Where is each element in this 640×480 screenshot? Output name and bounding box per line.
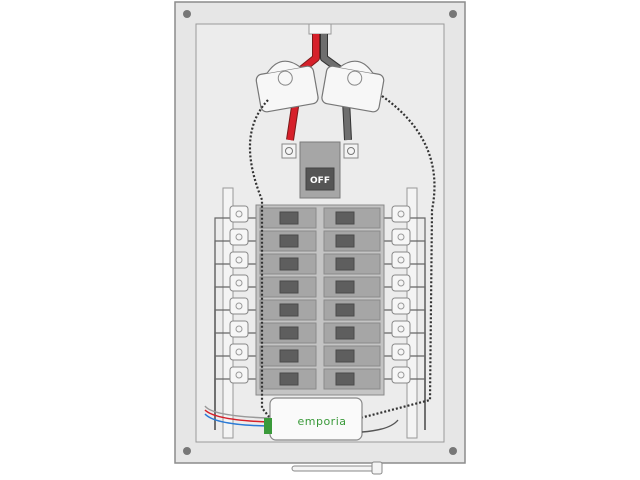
monitor-power-wires	[204, 405, 269, 427]
breaker-icon	[323, 345, 381, 367]
breaker-icon	[259, 345, 317, 367]
current-clamp-icon	[391, 251, 411, 269]
breaker-icon	[323, 253, 381, 275]
current-clamp-icon	[391, 274, 411, 292]
current-clamp-icon	[229, 320, 249, 338]
branch-clamp-row	[229, 205, 411, 384]
breaker-icon	[259, 299, 317, 321]
breaker-icon	[323, 368, 381, 390]
current-clamp-icon	[391, 366, 411, 384]
breaker-icon	[323, 322, 381, 344]
breaker-icon	[259, 253, 317, 275]
breaker-icon	[323, 207, 381, 229]
breaker-icon	[259, 276, 317, 298]
breaker-icon	[323, 276, 381, 298]
sensor-cable	[248, 95, 436, 420]
current-clamp-icon	[229, 297, 249, 315]
energy-monitor: emporia	[264, 397, 363, 441]
current-clamp-icon	[229, 251, 249, 269]
screw-icon	[343, 143, 359, 159]
cable-entry-fitting	[308, 23, 332, 35]
main-switch-label: OFF	[310, 176, 330, 186]
current-clamp-icon	[229, 274, 249, 292]
current-clamp-icon	[229, 343, 249, 361]
current-clamp-icon	[391, 205, 411, 223]
current-clamp-icon	[321, 60, 385, 113]
current-clamp-icon	[229, 228, 249, 246]
screw-icon	[281, 143, 297, 159]
breaker-icon	[323, 299, 381, 321]
antenna-icon	[291, 419, 399, 475]
screw-icon	[449, 10, 457, 18]
screw-icon	[183, 447, 191, 455]
breaker-icon	[259, 230, 317, 252]
current-clamp-icon	[391, 343, 411, 361]
monitor-brand-label: emporia	[297, 415, 346, 428]
breaker-icon	[259, 368, 317, 390]
current-clamp-icon	[391, 297, 411, 315]
current-clamp-icon	[391, 228, 411, 246]
current-clamp-icon	[391, 320, 411, 338]
breaker-icon	[259, 322, 317, 344]
current-clamp-icon	[255, 60, 319, 113]
breaker-icon	[323, 230, 381, 252]
current-clamp-icon	[229, 366, 249, 384]
breaker-icon	[259, 207, 317, 229]
main-breaker[interactable]: OFF	[299, 141, 341, 199]
breaker-bank	[259, 207, 381, 390]
screw-icon	[449, 447, 457, 455]
current-clamp-icon	[229, 205, 249, 223]
screw-icon	[183, 10, 191, 18]
